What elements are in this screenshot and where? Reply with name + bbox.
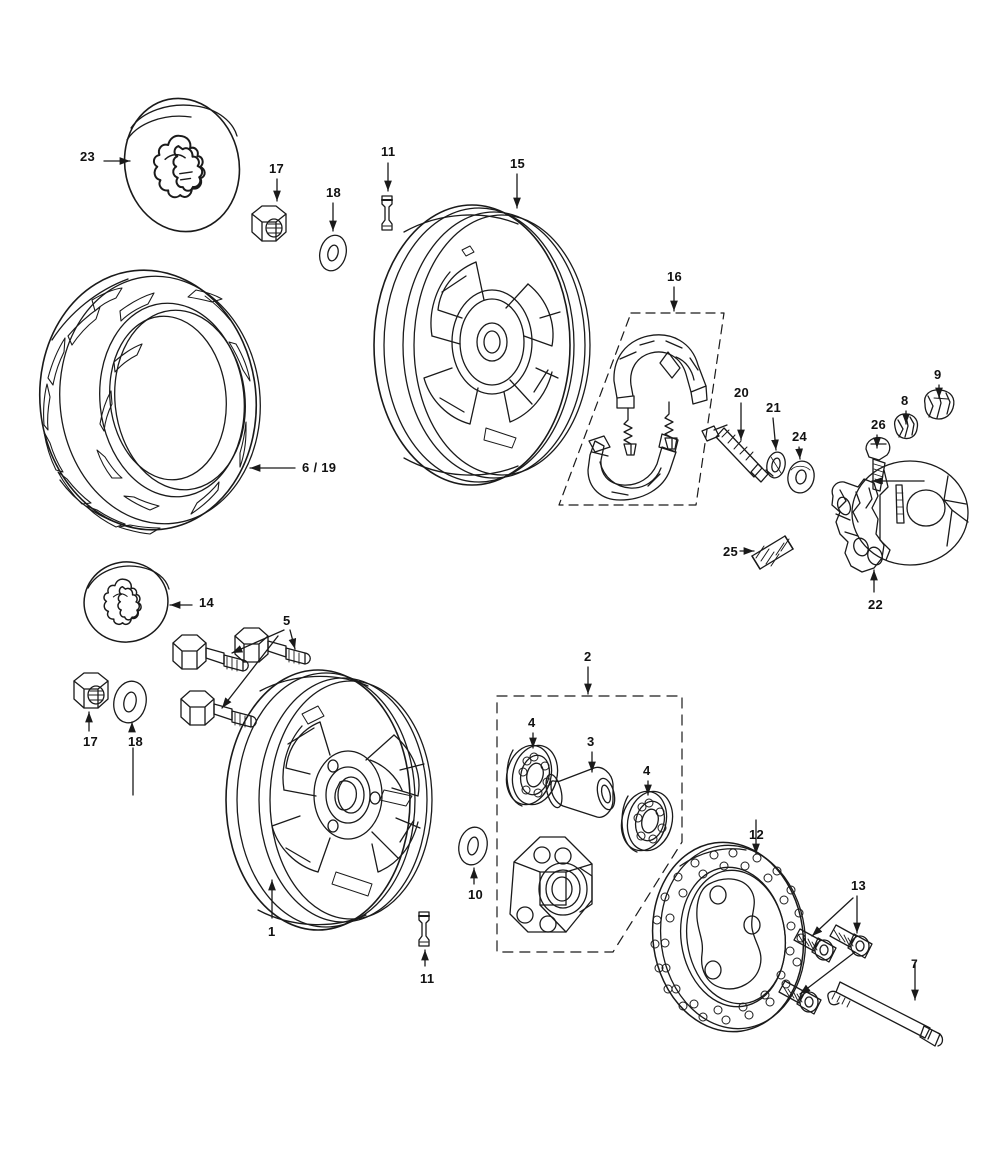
- part-brake-shoe-set: [558, 312, 725, 506]
- part-hub-cap-rear: [83, 561, 170, 643]
- callout-15[interactable]: 15: [510, 156, 526, 171]
- leader-13c: [799, 951, 856, 995]
- part-lock-nut-front: [251, 205, 287, 242]
- part-seal-ring: [766, 451, 786, 479]
- callout-11-front[interactable]: 11: [381, 144, 396, 159]
- part-ball-bearing-right: [620, 790, 674, 853]
- callout-14[interactable]: 14: [199, 595, 215, 610]
- part-hub-bearing-kit-boundary: [496, 695, 683, 953]
- part-hub-cap-front: [123, 97, 241, 233]
- leader-13b: [811, 897, 854, 937]
- callout-21[interactable]: 21: [766, 400, 782, 415]
- part-brake-disc: [650, 841, 807, 1033]
- leader-5b: [288, 629, 297, 650]
- callout-6-19[interactable]: 6 / 19: [302, 460, 337, 475]
- callout-8[interactable]: 8: [901, 393, 909, 408]
- callout-11-rear[interactable]: 11: [420, 971, 435, 986]
- part-washer-front: [319, 234, 347, 272]
- leader-5a: [231, 629, 285, 654]
- callout-17-rear[interactable]: 17: [83, 734, 99, 749]
- callout-4-left[interactable]: 4: [528, 715, 536, 730]
- callout-9[interactable]: 9: [934, 367, 942, 382]
- part-brake-cam-shaft: [701, 424, 774, 483]
- part-spacer-washer: [458, 826, 488, 866]
- callout-7[interactable]: 7: [911, 957, 918, 971]
- callout-24[interactable]: 24: [792, 429, 808, 444]
- part-return-spring: [751, 535, 794, 570]
- part-valve-stem-front: [381, 195, 393, 231]
- callout-18-front[interactable]: 18: [326, 185, 342, 200]
- callout-16[interactable]: 16: [667, 269, 683, 284]
- part-brake-lever-arm: [831, 460, 969, 573]
- callout-4-right[interactable]: 4: [643, 763, 651, 778]
- part-hub-carrier: [509, 836, 593, 933]
- part-front-wheel-rim: [373, 204, 591, 486]
- callout-5[interactable]: 5: [283, 613, 291, 628]
- callout-2[interactable]: 2: [584, 649, 592, 664]
- leader-24: [795, 446, 804, 460]
- callout-13[interactable]: 13: [851, 878, 867, 893]
- part-wheel-studs: [172, 627, 311, 728]
- callout-26[interactable]: 26: [871, 417, 887, 432]
- leader-21: [771, 417, 779, 451]
- callout-25[interactable]: 25: [723, 544, 739, 559]
- callout-18-rear[interactable]: 18: [128, 734, 144, 749]
- callout-22[interactable]: 22: [868, 597, 884, 612]
- callout-12[interactable]: 12: [749, 827, 765, 842]
- callout-10[interactable]: 10: [468, 887, 484, 902]
- part-lock-nut-rear: [73, 672, 109, 709]
- part-adjuster-screw: [865, 436, 891, 492]
- part-washer-rear: [113, 680, 147, 724]
- part-disc-bolts: [778, 924, 873, 1015]
- part-tyre: [38, 269, 261, 535]
- leader-5c: [221, 635, 279, 709]
- part-cable-stop-large: [924, 389, 955, 420]
- part-washer-cam: [787, 460, 815, 494]
- callout-1[interactable]: 1: [268, 924, 276, 939]
- callout-20[interactable]: 20: [734, 385, 750, 400]
- callout-17-front[interactable]: 17: [269, 161, 285, 176]
- callout-23[interactable]: 23: [80, 149, 96, 164]
- part-rear-wheel-rim: [225, 669, 433, 931]
- part-wheel-axle-shaft: [827, 981, 944, 1047]
- part-valve-stem-rear: [418, 911, 430, 947]
- part-bearing-spacer-sleeve: [545, 766, 616, 818]
- part-ball-bearing-left: [505, 744, 559, 807]
- callout-3[interactable]: 3: [587, 734, 595, 749]
